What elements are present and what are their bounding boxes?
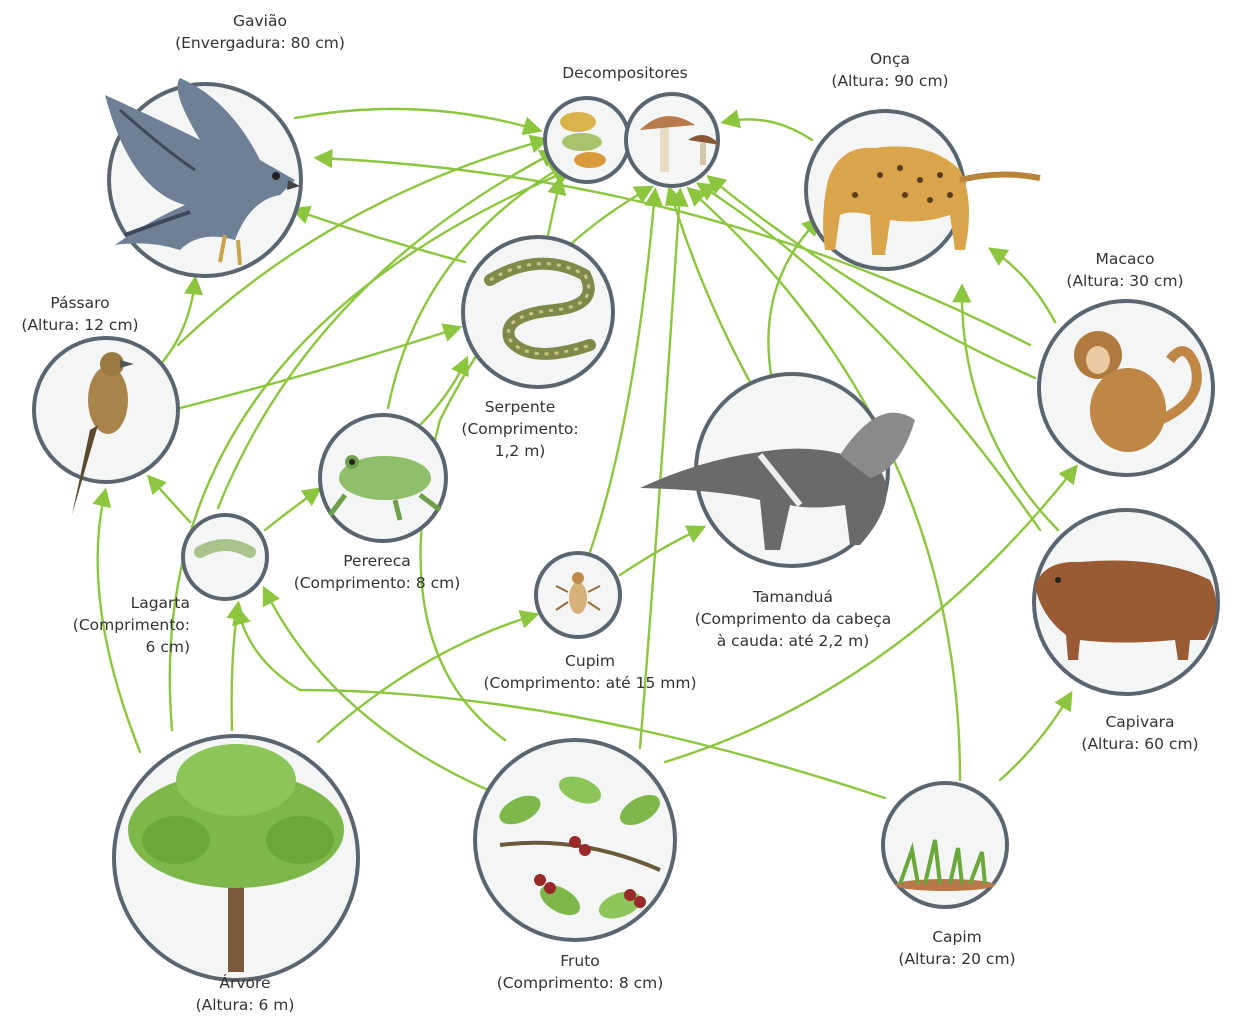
label-onca-detail: (Altura: 90 cm)	[800, 70, 980, 92]
label-perereca-name: Perereca	[272, 550, 482, 572]
label-lagarta-name: Lagarta	[40, 592, 190, 614]
arrow-arvore-to-lagarta	[232, 605, 238, 730]
label-gaviao-detail: (Envergadura: 80 cm)	[155, 32, 365, 54]
label-lagarta-detail2: 6 cm)	[40, 636, 190, 658]
label-capivara: Capivara (Altura: 60 cm)	[1055, 711, 1225, 755]
arrow-cupim-to-decompositores	[590, 192, 655, 552]
label-tamandua: Tamanduá (Comprimento da cabeça à cauda:…	[668, 586, 918, 652]
node-gaviao	[105, 78, 301, 276]
label-passaro: Pássaro (Altura: 12 cm)	[0, 292, 160, 336]
label-lagarta: Lagarta (Comprimento: 6 cm)	[40, 592, 190, 658]
label-perereca-detail: (Comprimento: 8 cm)	[272, 572, 482, 594]
label-decompositores: Decompositores	[520, 62, 730, 84]
node-passaro	[34, 338, 178, 515]
arrow-onca-to-decompositores	[725, 119, 812, 140]
label-capim-name: Capim	[872, 926, 1042, 948]
label-serpente-detail: (Comprimento:	[440, 418, 600, 440]
label-cupim-detail: (Comprimento: até 15 mm)	[455, 672, 725, 694]
label-passaro-name: Pássaro	[0, 292, 160, 314]
node-perereca	[320, 415, 446, 541]
label-serpente-name: Serpente	[440, 396, 600, 418]
label-tamandua-detail2: à cauda: até 2,2 m)	[668, 630, 918, 652]
label-fruto-detail: (Comprimento: 8 cm)	[470, 972, 690, 994]
label-arvore-name: Árvore	[165, 972, 325, 994]
label-capim: Capim (Altura: 20 cm)	[872, 926, 1042, 970]
label-passaro-detail: (Altura: 12 cm)	[0, 314, 160, 336]
label-cupim: Cupim (Comprimento: até 15 mm)	[455, 650, 725, 694]
label-lagarta-detail: (Comprimento:	[40, 614, 190, 636]
label-cupim-name: Cupim	[455, 650, 725, 672]
label-arvore: Árvore (Altura: 6 m)	[165, 972, 325, 1016]
label-macaco-name: Macaco	[1040, 248, 1210, 270]
node-lagarta	[183, 515, 267, 599]
label-perereca: Perereca (Comprimento: 8 cm)	[272, 550, 482, 594]
label-serpente-detail2: 1,2 m)	[440, 440, 600, 462]
node-serpente	[463, 237, 613, 387]
arrow-gaviao-to-decompositores	[295, 109, 538, 130]
node-cupim	[536, 553, 620, 637]
label-fruto-name: Fruto	[470, 950, 690, 972]
label-onca-name: Onça	[800, 48, 980, 70]
caterpillar-icon	[200, 545, 250, 552]
label-tamandua-detail: (Comprimento da cabeça	[668, 608, 918, 630]
label-onca: Onça (Altura: 90 cm)	[800, 48, 980, 92]
label-tamandua-name: Tamanduá	[668, 586, 918, 608]
label-fruto: Fruto (Comprimento: 8 cm)	[470, 950, 690, 994]
node-arvore	[114, 736, 358, 980]
node-capim	[883, 783, 1007, 907]
label-serpente: Serpente (Comprimento: 1,2 m)	[440, 396, 600, 462]
arrow-serpente-to-decompositores	[548, 180, 560, 235]
node-decompositores	[545, 94, 720, 186]
arrow-passaro-to-serpente	[180, 328, 458, 408]
label-arvore-detail: (Altura: 6 m)	[165, 994, 325, 1016]
arrow-lagarta-to-passaro	[150, 478, 190, 522]
node-fruto	[475, 740, 675, 940]
label-macaco-detail: (Altura: 30 cm)	[1040, 270, 1210, 292]
label-macaco: Macaco (Altura: 30 cm)	[1040, 248, 1210, 292]
node-capivara	[1034, 510, 1218, 694]
label-capim-detail: (Altura: 20 cm)	[872, 948, 1042, 970]
arrow-lagarta-to-perereca	[265, 490, 318, 530]
arrow-cupim-to-tamandua	[620, 528, 702, 575]
label-capivara-detail: (Altura: 60 cm)	[1055, 733, 1225, 755]
node-macaco	[1039, 301, 1213, 475]
label-gaviao: Gavião (Envergadura: 80 cm)	[155, 10, 365, 54]
arrow-passaro-to-gaviao	[160, 280, 195, 365]
label-decompositores-name: Decompositores	[520, 62, 730, 84]
node-onca	[806, 111, 1040, 269]
label-gaviao-name: Gavião	[155, 10, 365, 32]
label-capivara-name: Capivara	[1055, 711, 1225, 733]
